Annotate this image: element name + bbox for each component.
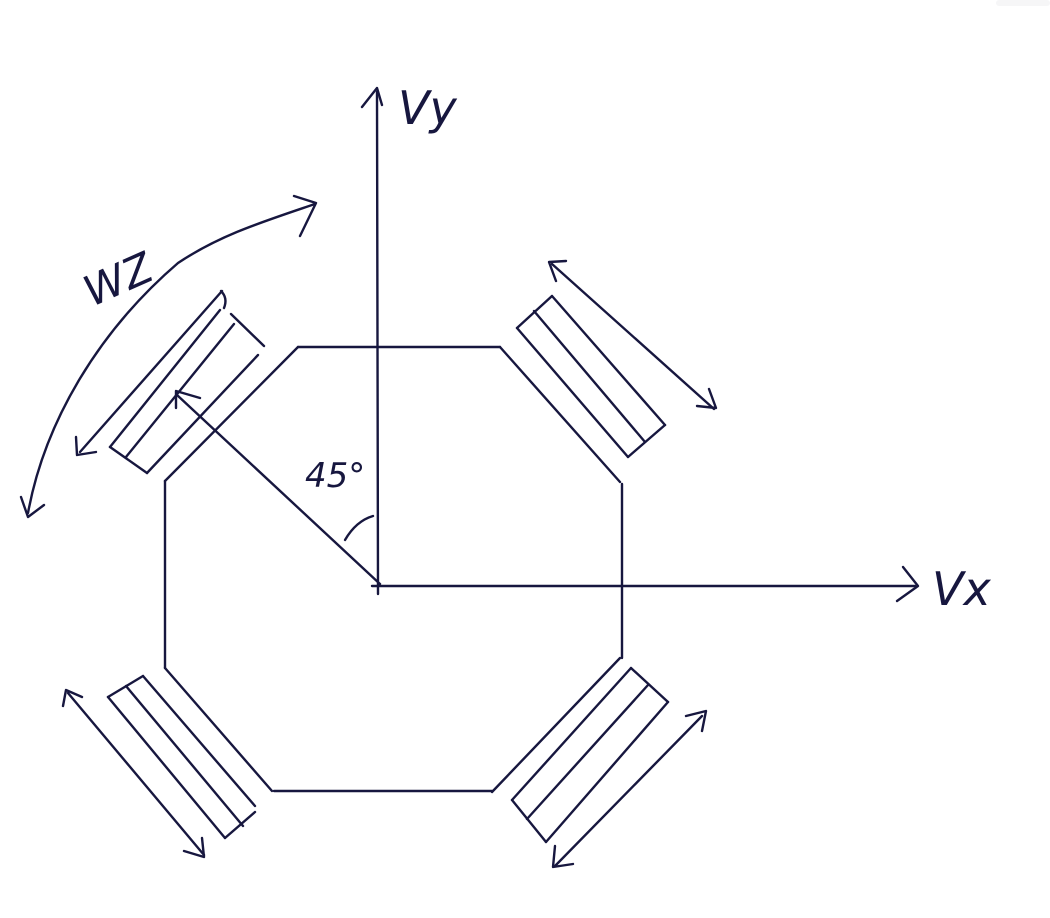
wheel-bottom-right-arrow — [551, 709, 708, 869]
wheel-top-right — [515, 294, 667, 459]
vx-axis — [370, 565, 920, 603]
wheel-top-left-arrow — [74, 289, 227, 457]
diagonal-vector-arrow — [174, 389, 382, 586]
chassis-octagon — [163, 345, 624, 794]
wz-rotation-arrow — [19, 194, 318, 519]
angle-label: 45° — [305, 456, 365, 496]
wheel-top-right-arrow — [547, 259, 718, 411]
wheel-bottom-left — [106, 674, 257, 840]
wheel-bottom-left-arrow — [61, 688, 206, 859]
vx-label: Vx — [932, 562, 991, 616]
vy-label: Vy — [398, 81, 457, 135]
wheel-bottom-right — [510, 666, 670, 844]
vy-axis — [360, 86, 384, 596]
corner-tab — [996, 0, 1050, 6]
wz-label: WZ — [76, 242, 161, 316]
angle-arc — [343, 514, 375, 542]
wheel-top-left — [108, 308, 266, 475]
